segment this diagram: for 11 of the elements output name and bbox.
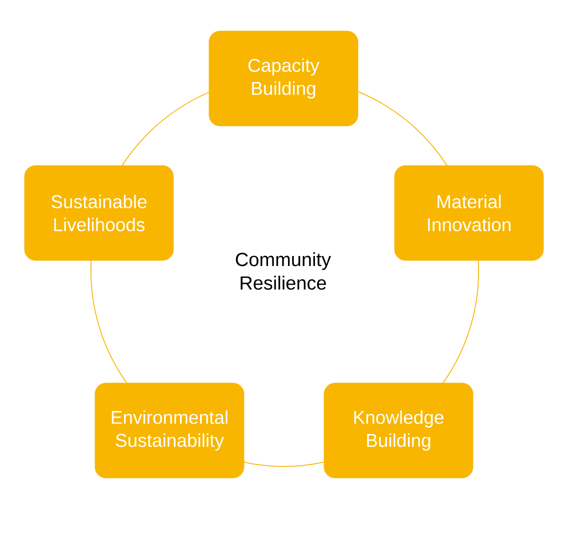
rounded-box: Sustainable Livelihoods <box>24 165 174 261</box>
ring-arc <box>358 91 448 166</box>
ring-arc <box>243 460 324 467</box>
ring-arc <box>122 91 211 166</box>
rounded-box: Capacity Building <box>208 30 358 126</box>
rounded-box: Material Innovation <box>394 165 544 261</box>
ring-arc <box>90 260 127 384</box>
ring-arc <box>442 260 480 384</box>
rounded-box: Environmental Sustainability <box>94 382 244 478</box>
rounded-box: Knowledge Building <box>324 382 474 478</box>
center-label: Community Resilience <box>236 252 331 290</box>
